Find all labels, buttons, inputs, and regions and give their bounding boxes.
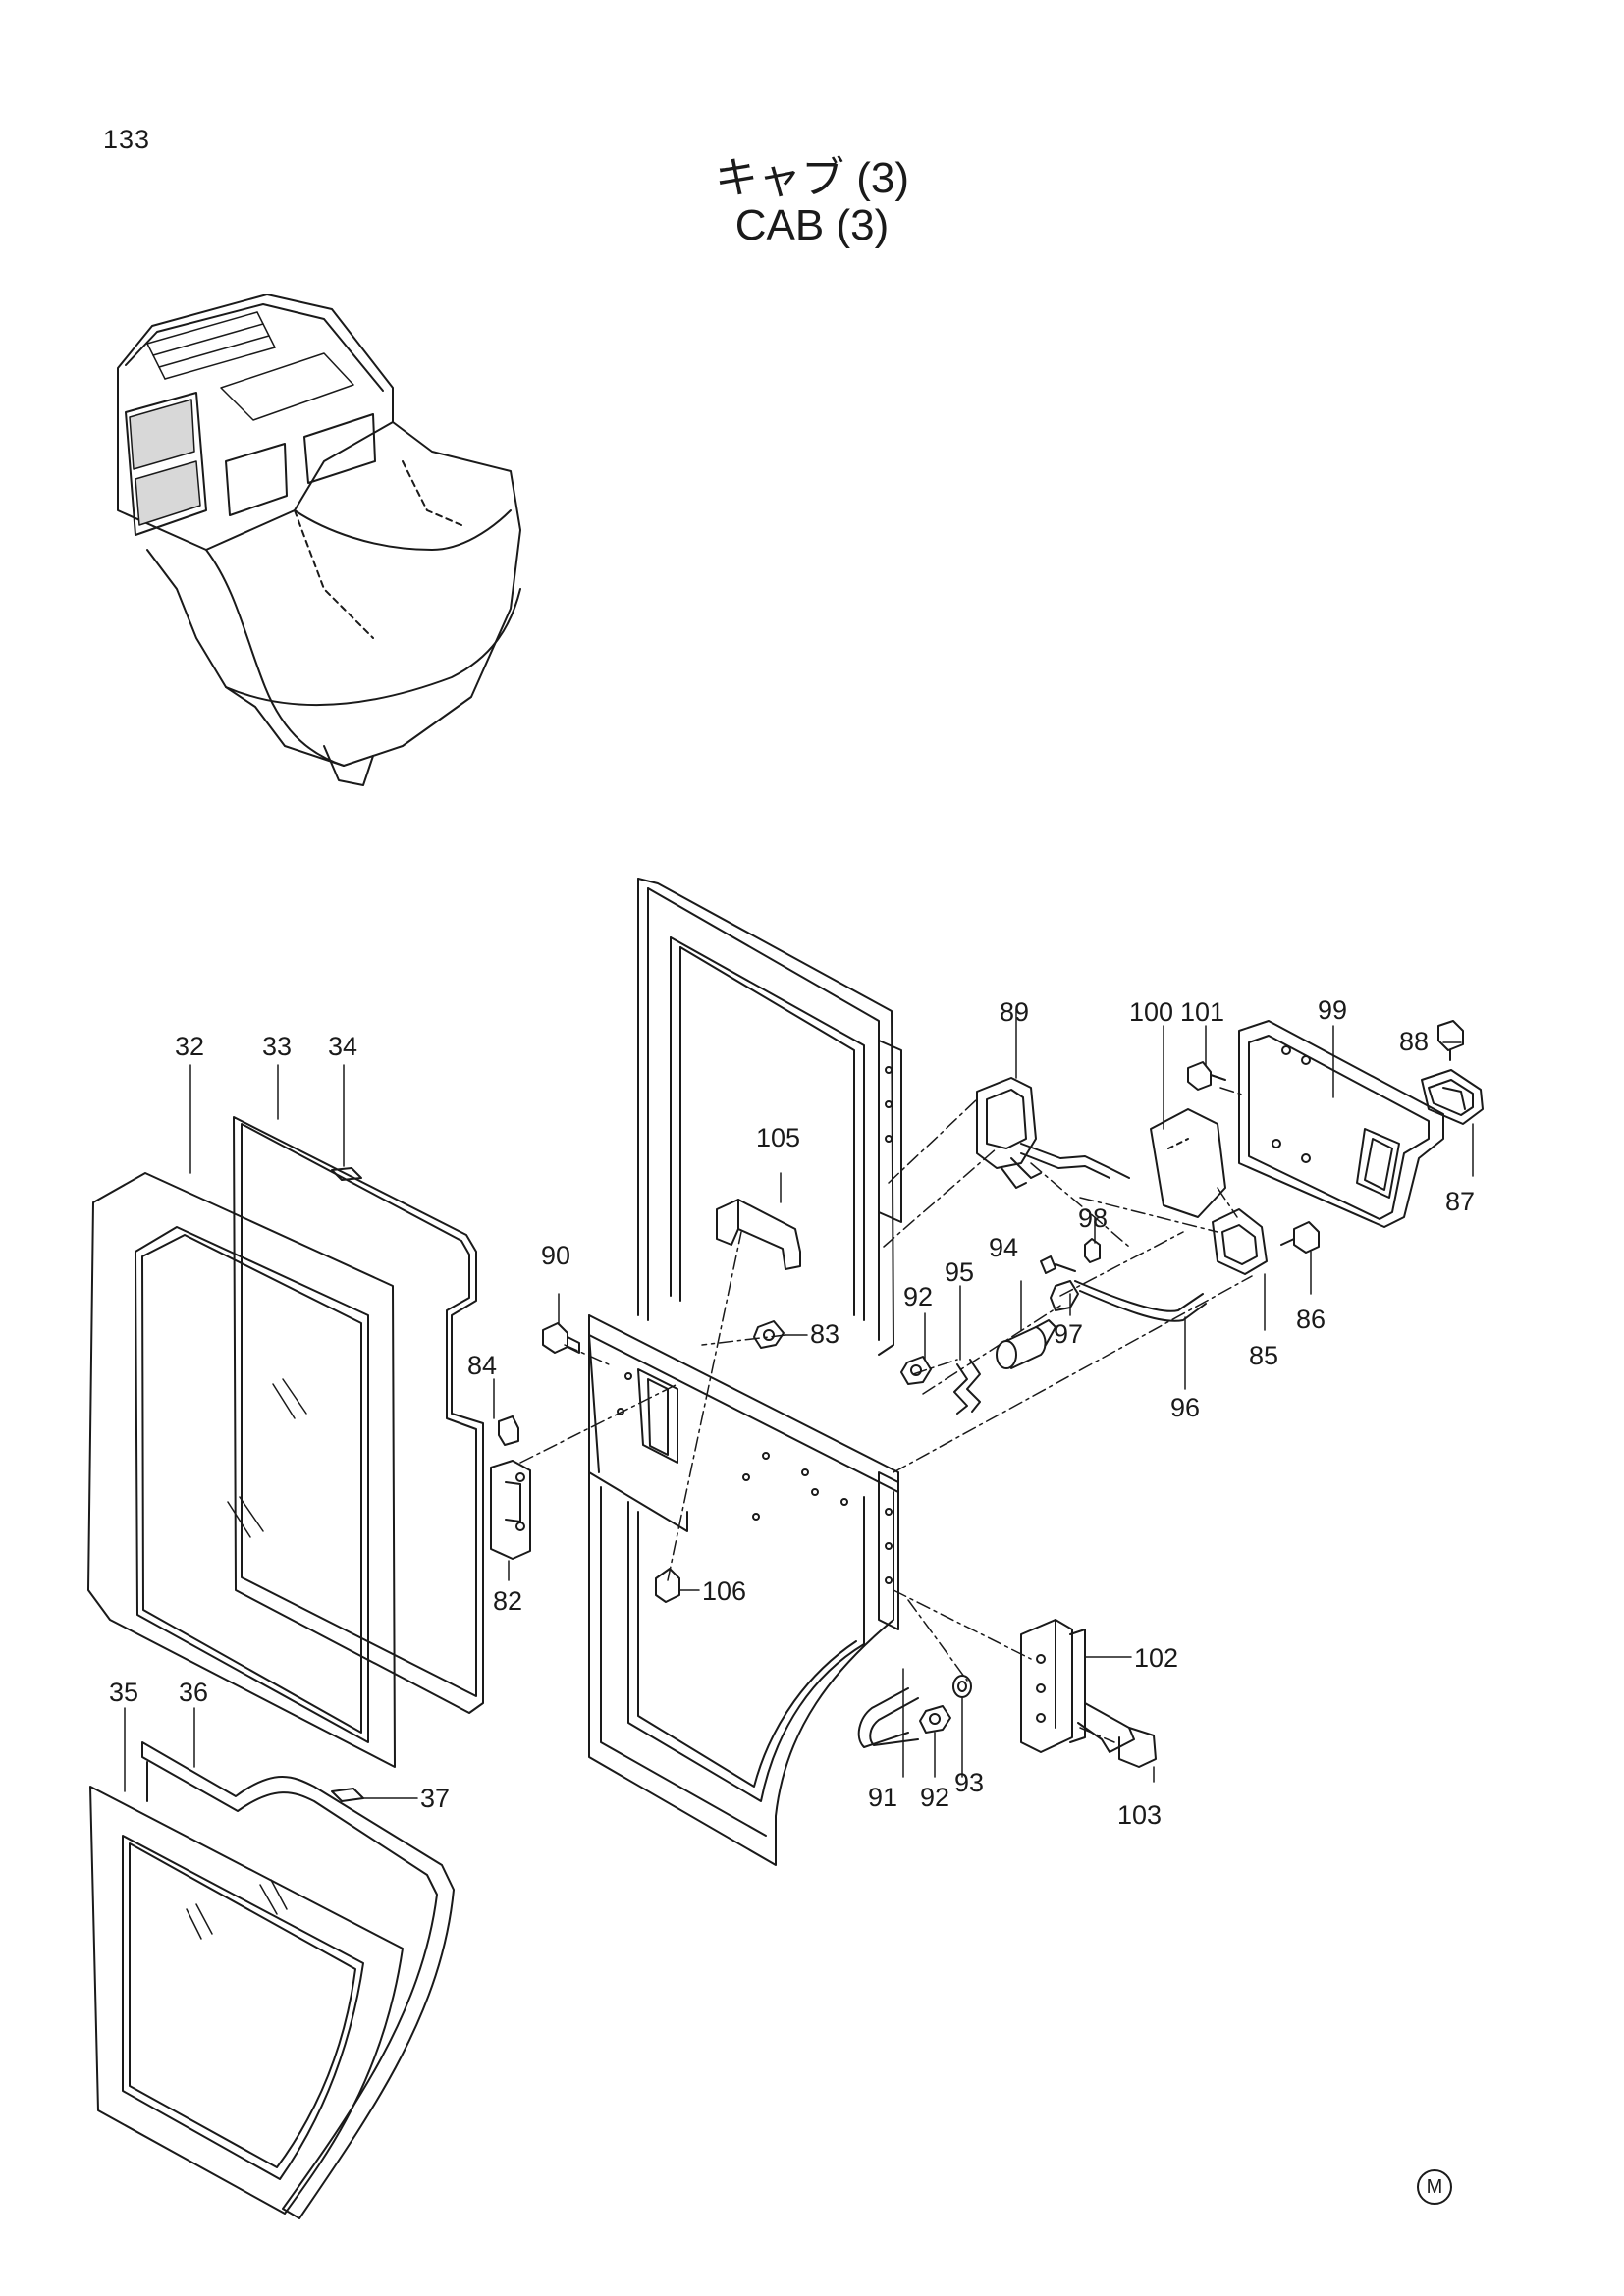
callout-85: 85 xyxy=(1249,1341,1278,1370)
part-95-clip xyxy=(953,1359,981,1415)
excavator-cab-overview xyxy=(117,294,521,786)
callout-37: 37 xyxy=(420,1784,450,1813)
part-85-latch xyxy=(1212,1208,1268,1275)
callout-labels: 32 33 34 35 36 37 82 83 84 85 86 87 88 8… xyxy=(109,995,1475,1830)
part-34-pad xyxy=(331,1167,362,1181)
callout-86: 86 xyxy=(1296,1305,1326,1334)
callout-99: 99 xyxy=(1318,995,1347,1025)
part-93-washer xyxy=(952,1675,972,1698)
callout-82: 82 xyxy=(493,1586,522,1616)
callout-100: 100 xyxy=(1129,997,1173,1027)
part-89-lock-assembly xyxy=(976,1077,1130,1189)
part-98-screw xyxy=(1084,1238,1101,1263)
callout-95: 95 xyxy=(945,1257,974,1287)
part-82-striker xyxy=(490,1460,531,1560)
callout-97: 97 xyxy=(1054,1319,1083,1349)
part-92-nut-lower xyxy=(919,1705,951,1734)
callout-34: 34 xyxy=(328,1032,357,1061)
callout-101: 101 xyxy=(1180,997,1224,1027)
title-japanese: キャブ (3) xyxy=(715,154,909,202)
part-105-handle xyxy=(716,1199,801,1270)
part-84-bolt xyxy=(498,1415,519,1446)
part-100-gasket xyxy=(1150,1108,1226,1218)
callout-32: 32 xyxy=(175,1032,204,1061)
door-main xyxy=(588,878,902,1866)
callout-92-lower: 92 xyxy=(920,1783,949,1812)
callout-83: 83 xyxy=(810,1319,839,1349)
callout-98: 98 xyxy=(1078,1203,1108,1233)
callout-94: 94 xyxy=(989,1233,1018,1262)
part-102-hinge xyxy=(1020,1619,1086,1753)
callout-106: 106 xyxy=(702,1576,746,1606)
callout-102: 102 xyxy=(1134,1643,1178,1673)
leader-lines xyxy=(124,1008,1474,1799)
part-94-lock-cylinder xyxy=(996,1319,1056,1369)
part-86-screw xyxy=(1280,1221,1320,1254)
latch-pin xyxy=(1040,1255,1076,1274)
callout-35: 35 xyxy=(109,1678,138,1707)
part-88-screw xyxy=(1437,1020,1464,1061)
part-97-clip xyxy=(1050,1280,1079,1311)
part-96-rod xyxy=(1074,1280,1207,1322)
part-32-glass-outer xyxy=(87,1172,396,1768)
part-99-plate xyxy=(1238,1020,1444,1228)
callout-103: 103 xyxy=(1117,1800,1162,1830)
callout-91: 91 xyxy=(868,1783,897,1812)
part-103-bolt xyxy=(1077,1702,1157,1768)
part-91-u-bolt xyxy=(857,1687,919,1748)
part-101-screw xyxy=(1187,1061,1226,1091)
callout-84: 84 xyxy=(467,1351,497,1380)
callout-88: 88 xyxy=(1399,1027,1429,1056)
callout-92-upper: 92 xyxy=(903,1282,933,1311)
manufacturer-mark: M xyxy=(1417,2169,1452,2205)
part-87-handle xyxy=(1421,1069,1484,1125)
part-83-nut xyxy=(753,1320,785,1349)
callout-89: 89 xyxy=(1000,997,1029,1027)
part-106-bolt xyxy=(655,1568,680,1603)
part-36-lower-seal xyxy=(141,1741,455,2219)
assembly-guidelines xyxy=(519,1087,1253,1743)
callout-93: 93 xyxy=(954,1768,984,1797)
callout-96: 96 xyxy=(1170,1393,1200,1422)
callout-36: 36 xyxy=(179,1678,208,1707)
callout-105: 105 xyxy=(756,1123,800,1152)
part-92-nut-upper xyxy=(900,1356,932,1385)
callout-87: 87 xyxy=(1445,1187,1475,1216)
callout-90: 90 xyxy=(541,1241,570,1270)
title-english: CAB (3) xyxy=(734,201,890,249)
page-number: 133 xyxy=(103,125,151,154)
part-35-lower-glass xyxy=(89,1786,404,2215)
part-33-glass-seal xyxy=(233,1116,484,1714)
callout-33: 33 xyxy=(262,1032,292,1061)
